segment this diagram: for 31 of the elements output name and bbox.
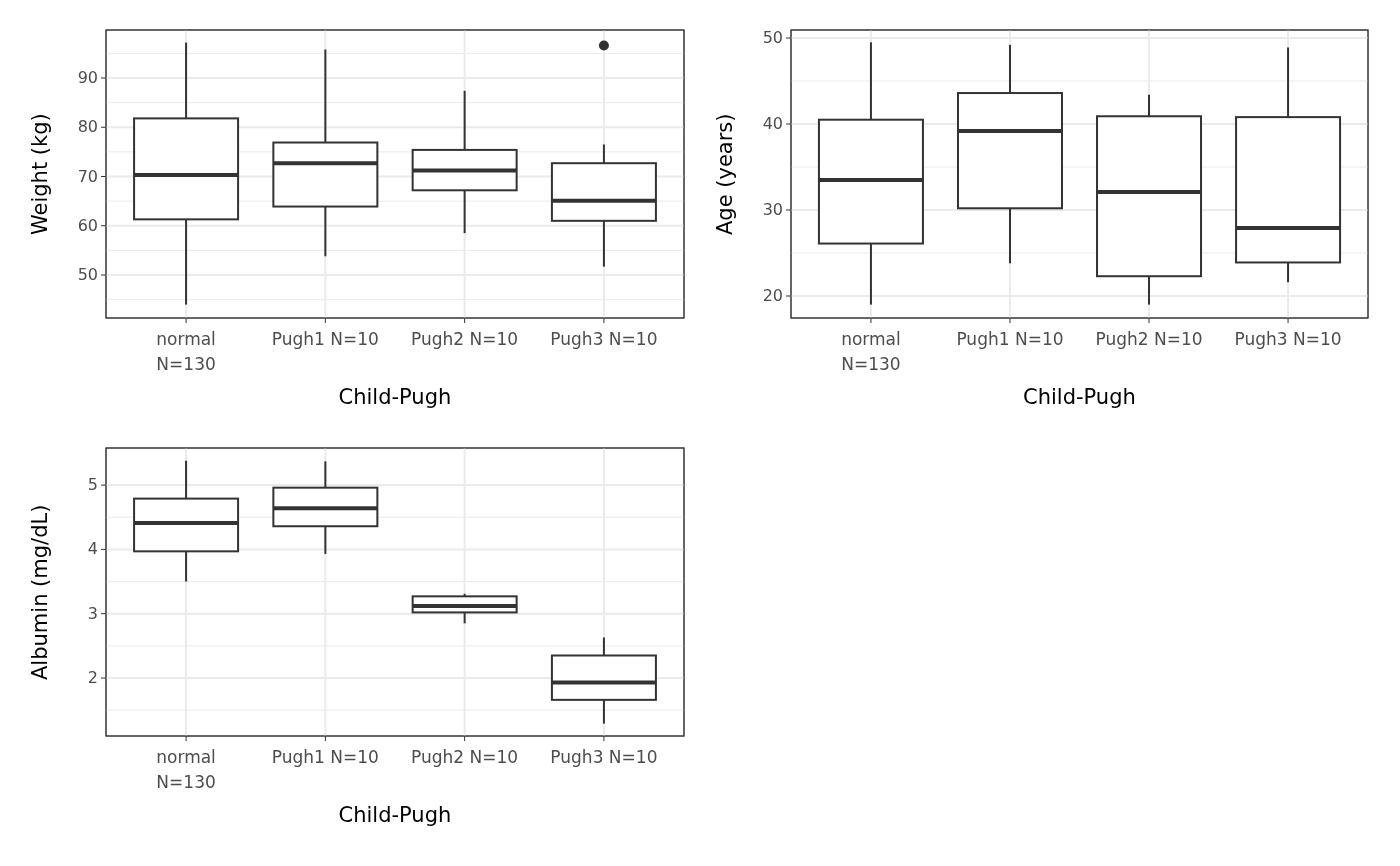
y-tick-label: 50 [761, 29, 783, 47]
y-tick-label: 4 [86, 540, 98, 559]
x-axis-title: Child-Pugh [338, 385, 452, 409]
x-tick-label: Pugh1 N=10 [270, 746, 380, 769]
x-tick-label: normal N=130 [155, 746, 217, 794]
y-tick-label: 50 [76, 266, 98, 284]
x-tick-label: Pugh3 N=10 [549, 328, 659, 351]
x-tick-label: Pugh2 N=10 [1094, 328, 1204, 351]
y-tick-label: 90 [76, 69, 98, 87]
x-tick-label: Pugh3 N=10 [1233, 328, 1343, 351]
y-tick-label: 70 [76, 167, 98, 186]
x-tick-label: normal N=130 [840, 328, 902, 376]
x-tick-label: Pugh1 N=10 [955, 328, 1065, 351]
x-tick-label: normal N=130 [155, 328, 217, 376]
x-tick-label: Pugh1 N=10 [270, 328, 380, 351]
x-tick-label: Pugh2 N=10 [410, 746, 520, 769]
y-tick-label: 60 [76, 216, 98, 235]
x-tick-label: Pugh2 N=10 [410, 328, 520, 351]
y-tick-label: 5 [86, 476, 98, 495]
x-axis-title: Child-Pugh [1023, 385, 1136, 409]
y-tick-label: 80 [76, 118, 98, 137]
y-axis-title: Weight (kg) [28, 113, 52, 235]
x-tick-label: Pugh3 N=10 [549, 746, 659, 769]
y-tick-label: 2 [86, 669, 98, 687]
y-tick-label: 30 [761, 201, 783, 219]
y-axis-title: Albumin (mg/dL) [28, 504, 52, 680]
y-tick-label: 40 [761, 115, 783, 133]
y-tick-label: 3 [86, 604, 98, 623]
y-tick-label: 20 [761, 287, 783, 305]
y-axis-title: Age (years) [713, 113, 737, 235]
x-axis-title: Child-Pugh [338, 803, 452, 827]
